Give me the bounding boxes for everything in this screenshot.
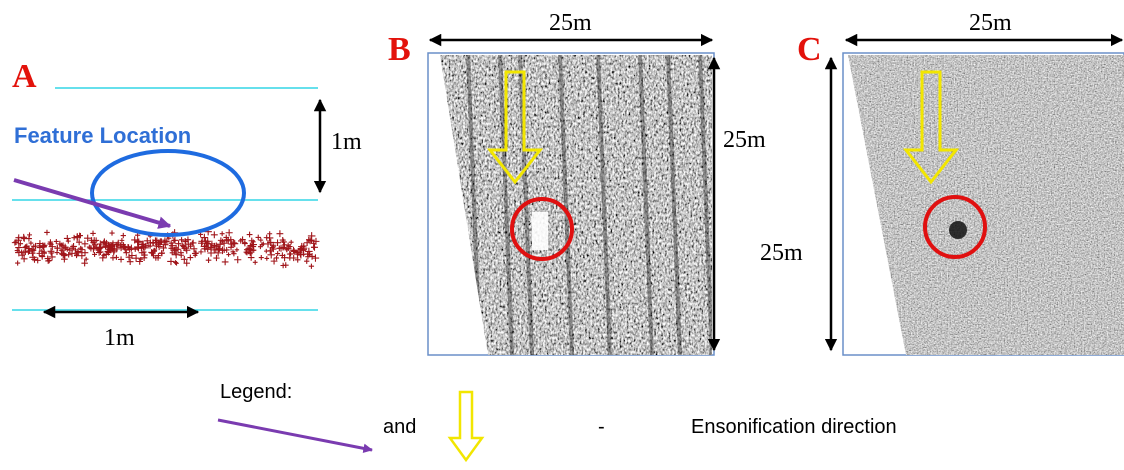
panel-b: B 25m 25m	[388, 10, 766, 356]
legend-description: Ensonification direction	[691, 416, 897, 438]
legend: Legend: and - Ensonification direction	[217, 381, 897, 463]
ensonification-arrow-purple	[13, 178, 172, 229]
seabed-point-cloud	[11, 227, 320, 269]
horizontal-scale-label: 1m	[104, 325, 135, 351]
legend-connector: and	[383, 416, 416, 438]
panel-a: A Feature Location 1m 1m	[11, 58, 362, 351]
panel-b-yellow-arrow	[486, 70, 544, 185]
legend-dash: -	[598, 416, 605, 438]
panel-c-letter: C	[797, 31, 822, 68]
panel-c-yellow-arrow	[902, 70, 960, 185]
panel-c-top-scale-label: 25m	[969, 10, 1012, 36]
panel-b-red-circle	[510, 197, 574, 261]
legend-yellow-arrow-icon	[447, 390, 485, 463]
panel-c-dark-target	[949, 221, 967, 239]
legend-title: Legend:	[220, 381, 292, 403]
panel-b-bright-target	[532, 212, 548, 250]
panel-b-side-scale-label: 25m	[723, 127, 766, 153]
legend-purple-arrow-icon	[217, 418, 373, 454]
vertical-scale-label: 1m	[331, 129, 362, 155]
panel-b-letter: B	[388, 31, 411, 68]
panel-b-top-scale-label: 25m	[549, 10, 592, 36]
panel-c-red-circle	[923, 195, 987, 259]
panel-c-side-scale-label: 25m	[760, 240, 803, 266]
feature-location-label: Feature Location	[14, 123, 191, 148]
feature-location-ellipse	[90, 149, 246, 237]
panel-b-sonar-image	[440, 55, 712, 355]
panel-a-letter: A	[12, 58, 37, 95]
panel-c: C 25m 25m	[760, 10, 1124, 356]
